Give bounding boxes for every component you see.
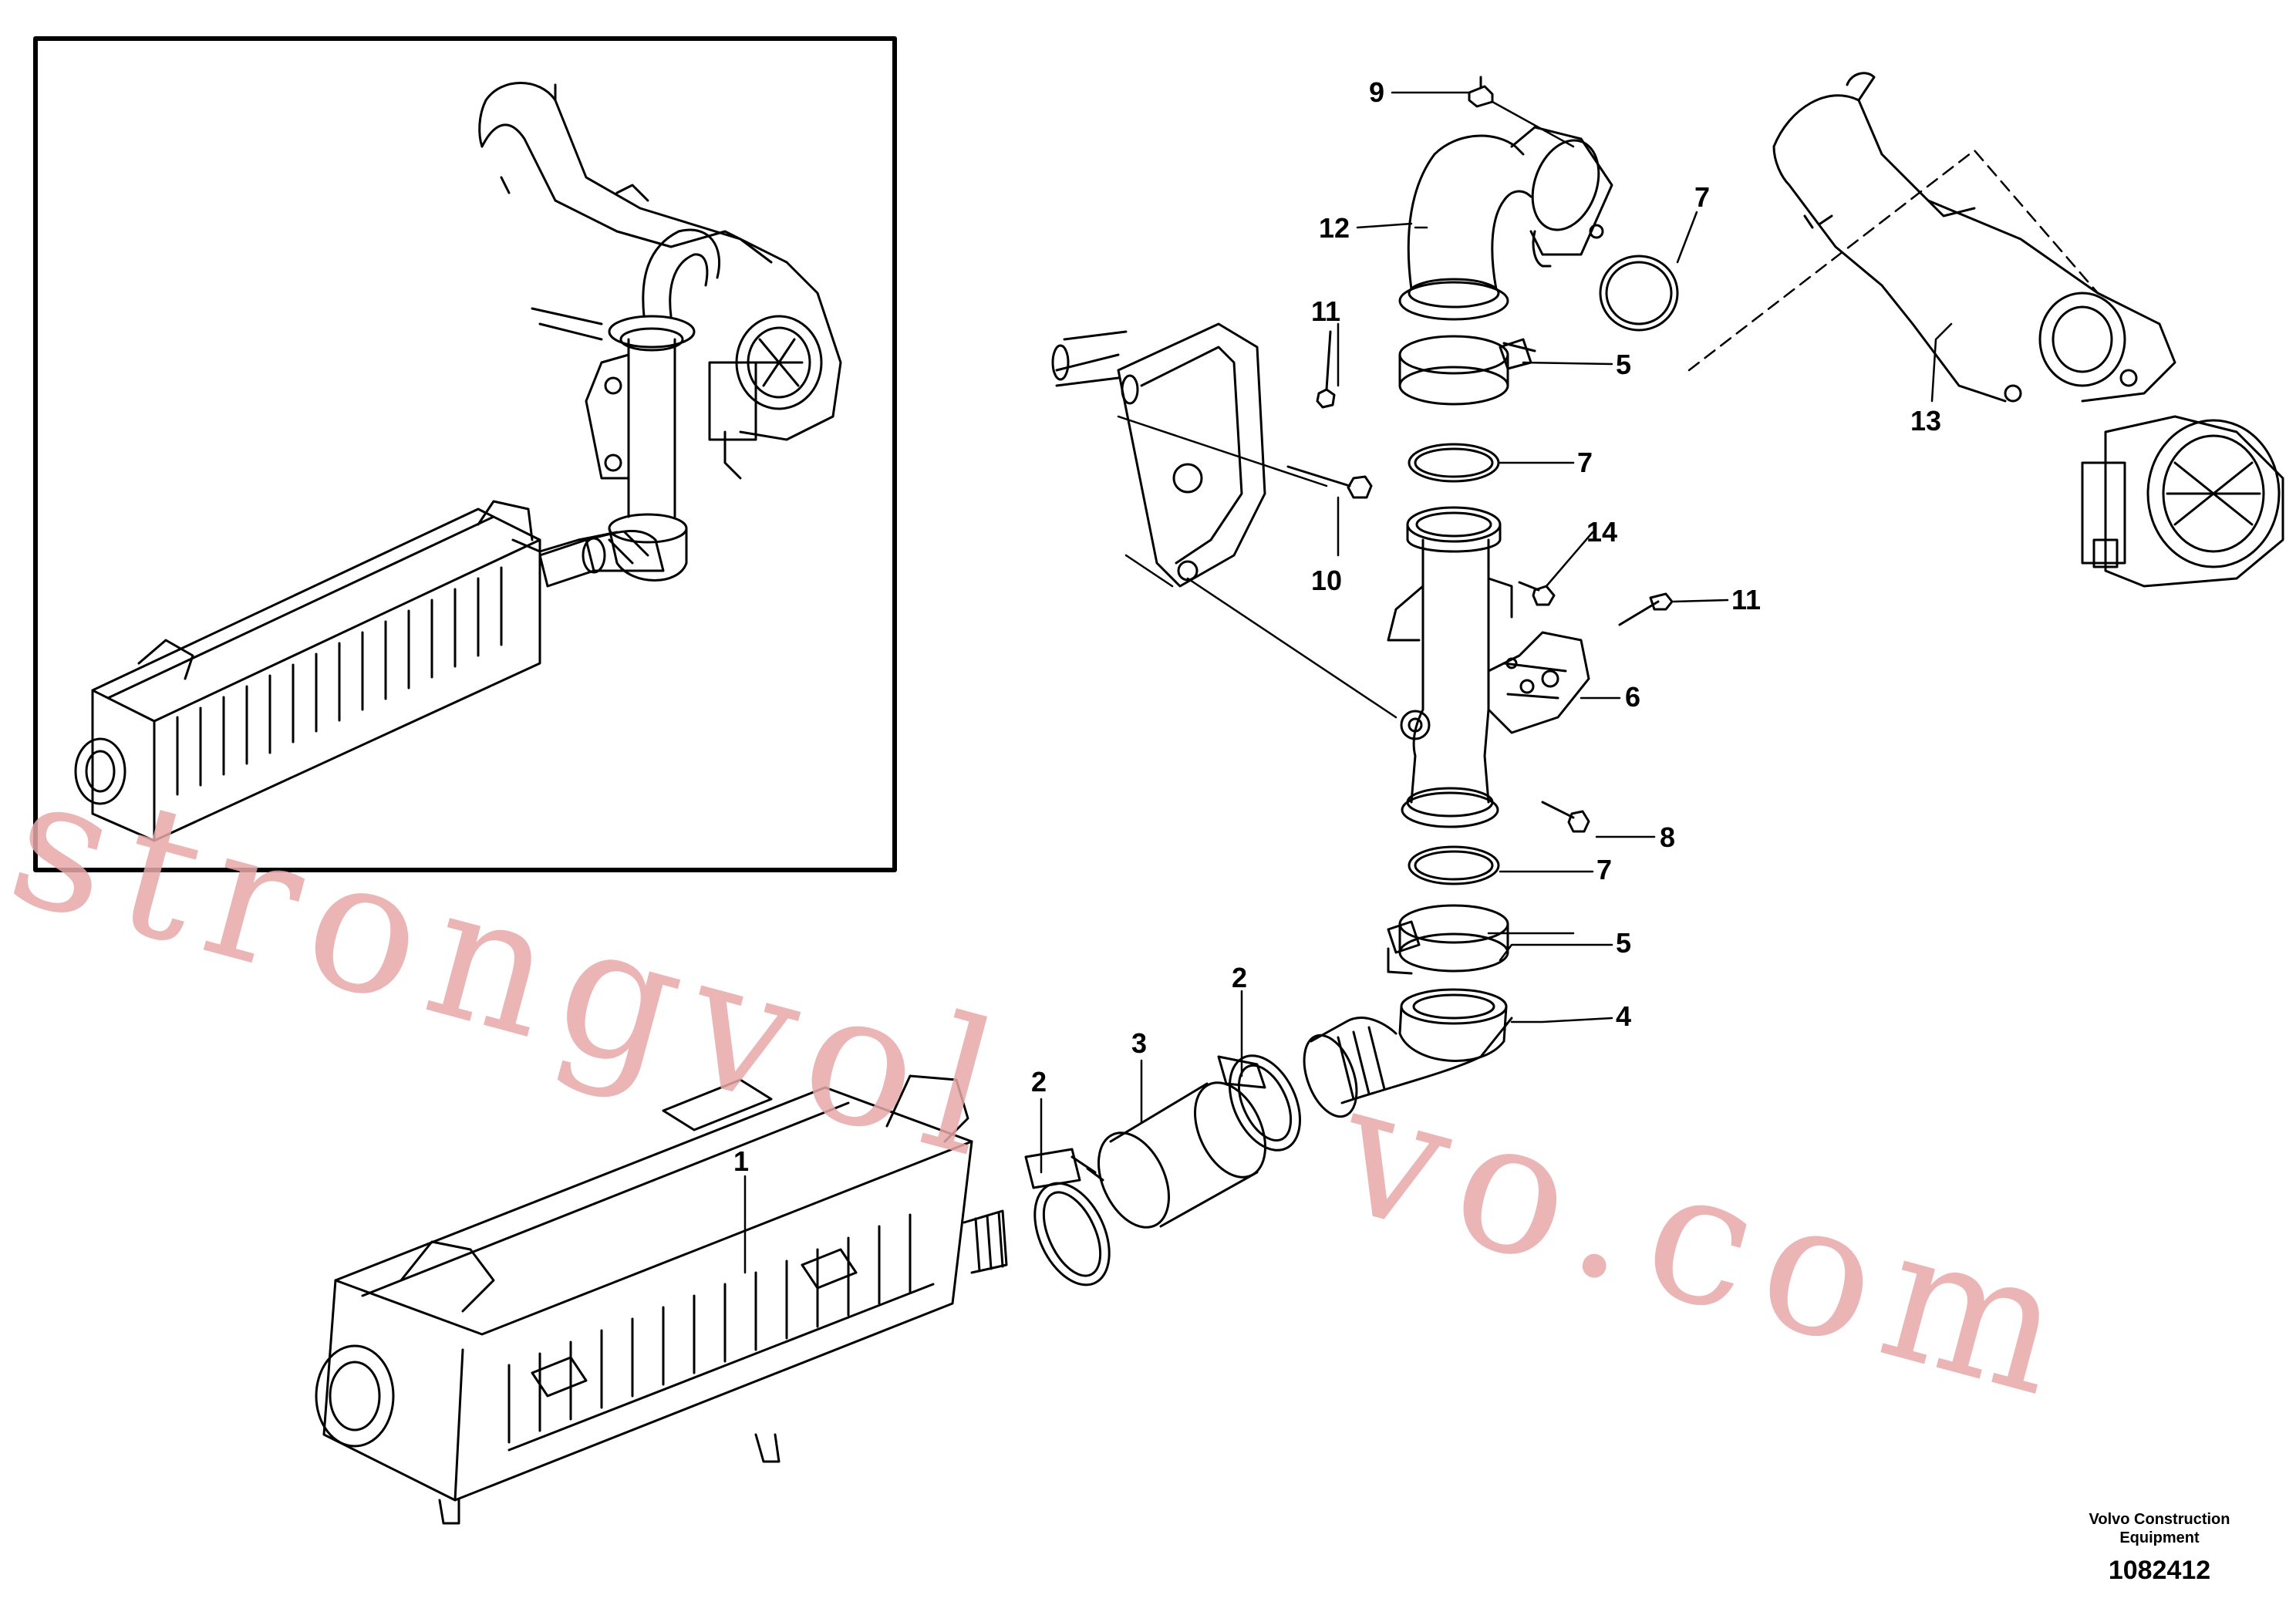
callout-14: 14 [1586, 516, 1618, 548]
callout-2-lower: 2 [1031, 1066, 1047, 1098]
drawing-number: 1082412 [2108, 1556, 2211, 1585]
callout-8: 8 [1660, 821, 1676, 853]
bolt-10 [1286, 465, 1373, 499]
dashed-connector [1687, 149, 2099, 372]
bolt-14 [1518, 581, 1556, 606]
publisher-credit: Volvo Construction Equipment 1082412 [2052, 1510, 2267, 1586]
bolt-11-right [1618, 592, 1674, 626]
callout-11-right: 11 [1731, 584, 1762, 615]
leader-lines [743, 91, 1953, 1274]
elbow-pipe [1303, 988, 1513, 1118]
overview-inset-frame [33, 36, 897, 872]
o-ring-middle [1408, 443, 1500, 483]
inset-intake-manifold [478, 82, 842, 480]
inset-pipe-connection [538, 530, 665, 588]
mounting-bracket [1051, 322, 1266, 588]
hose-clamp-lower [1024, 1148, 1111, 1286]
bolt-11-upper [1316, 330, 1336, 409]
callout-12: 12 [1319, 212, 1350, 244]
callout-2-upper: 2 [1232, 962, 1248, 993]
credit-line-2: Equipment [2119, 1529, 2200, 1546]
pipe-with-bracket [1387, 506, 1590, 828]
bolt-9 [1468, 76, 1494, 108]
callout-9: 9 [1369, 76, 1385, 108]
connecting-hose [1097, 1081, 1266, 1229]
callout-1: 1 [733, 1145, 750, 1177]
callout-5-upper: 5 [1616, 349, 1632, 380]
inset-vertical-pipe [531, 228, 721, 582]
v-clamp-lower [1387, 904, 1509, 975]
credit-line-1: Volvo Construction [2089, 1511, 2230, 1528]
inset-egr-cooler [74, 500, 619, 842]
o-ring-lower [1408, 845, 1500, 885]
callout-13: 13 [1910, 405, 1942, 437]
callout-4: 4 [1616, 1000, 1632, 1032]
callout-10: 10 [1311, 565, 1343, 596]
bolt-8 [1541, 801, 1590, 833]
callout-7-top: 7 [1694, 181, 1711, 213]
callout-3: 3 [1131, 1027, 1148, 1059]
callout-5-lower: 5 [1616, 927, 1632, 959]
o-ring-top [1599, 255, 1679, 332]
callout-7-middle: 7 [1577, 447, 1593, 478]
v-clamp-upper [1398, 335, 1536, 406]
callout-11-upper: 11 [1311, 295, 1341, 327]
egr-cooler [315, 1074, 1008, 1525]
pipe-bend [1398, 126, 1613, 321]
intake-manifold [1772, 72, 2284, 588]
callout-6: 6 [1625, 681, 1641, 713]
callout-7-lower: 7 [1596, 854, 1613, 885]
hose-clamp-upper [1217, 1054, 1301, 1152]
